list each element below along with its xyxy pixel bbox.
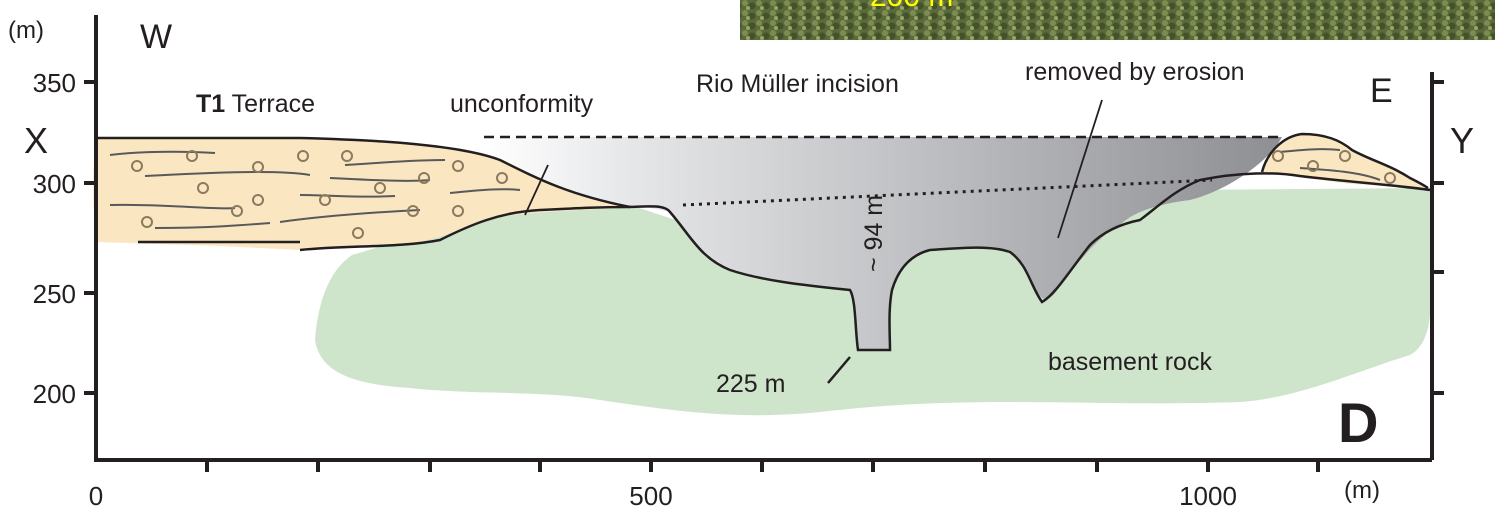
reference-dotted-line xyxy=(682,178,1213,207)
terrace-label: T1 Terrace xyxy=(196,90,315,118)
x-axis-unit: (m) xyxy=(1344,477,1380,504)
basement-label: basement rock xyxy=(1048,348,1212,376)
axis-ticks xyxy=(84,80,1444,472)
east-label: E xyxy=(1370,72,1393,110)
section-end-x: X xyxy=(24,120,48,161)
outline-lines xyxy=(96,99,1431,384)
pebbles xyxy=(131,150,1396,239)
west-label: W xyxy=(140,18,172,56)
bedding-lines xyxy=(109,148,1381,229)
terrace-label-bold: T1 xyxy=(196,90,225,118)
section-end-y: Y xyxy=(1450,120,1474,161)
y-tick-label: 250 xyxy=(33,279,76,309)
panel-letter: D xyxy=(1338,391,1378,454)
valley-floor-label: 225 m xyxy=(716,370,785,398)
x-tick-label: 0 xyxy=(89,481,103,511)
photo-scale-caption: 200 m xyxy=(870,0,953,13)
incision-label: Rio Müller incision xyxy=(696,70,899,98)
photo-inset: 200 m xyxy=(740,0,1495,40)
depth-label: ~ 94 m xyxy=(860,195,888,272)
unconformity-label: unconformity xyxy=(450,90,594,118)
x-tick-label: 500 xyxy=(629,481,672,511)
y-tick-label: 300 xyxy=(33,169,76,199)
erosion-label: removed by erosion xyxy=(1025,58,1245,86)
y-tick-label: 200 xyxy=(33,379,76,409)
terrace-label-rest: Terrace xyxy=(225,90,315,118)
y-tick-label: 350 xyxy=(33,68,76,98)
y-axis-unit: (m) xyxy=(8,17,44,44)
x-tick-label: 1000 xyxy=(1179,481,1237,511)
t1-terrace-deposit xyxy=(93,138,630,250)
vegetation-photo xyxy=(740,0,1495,40)
incision-area xyxy=(484,137,1282,350)
